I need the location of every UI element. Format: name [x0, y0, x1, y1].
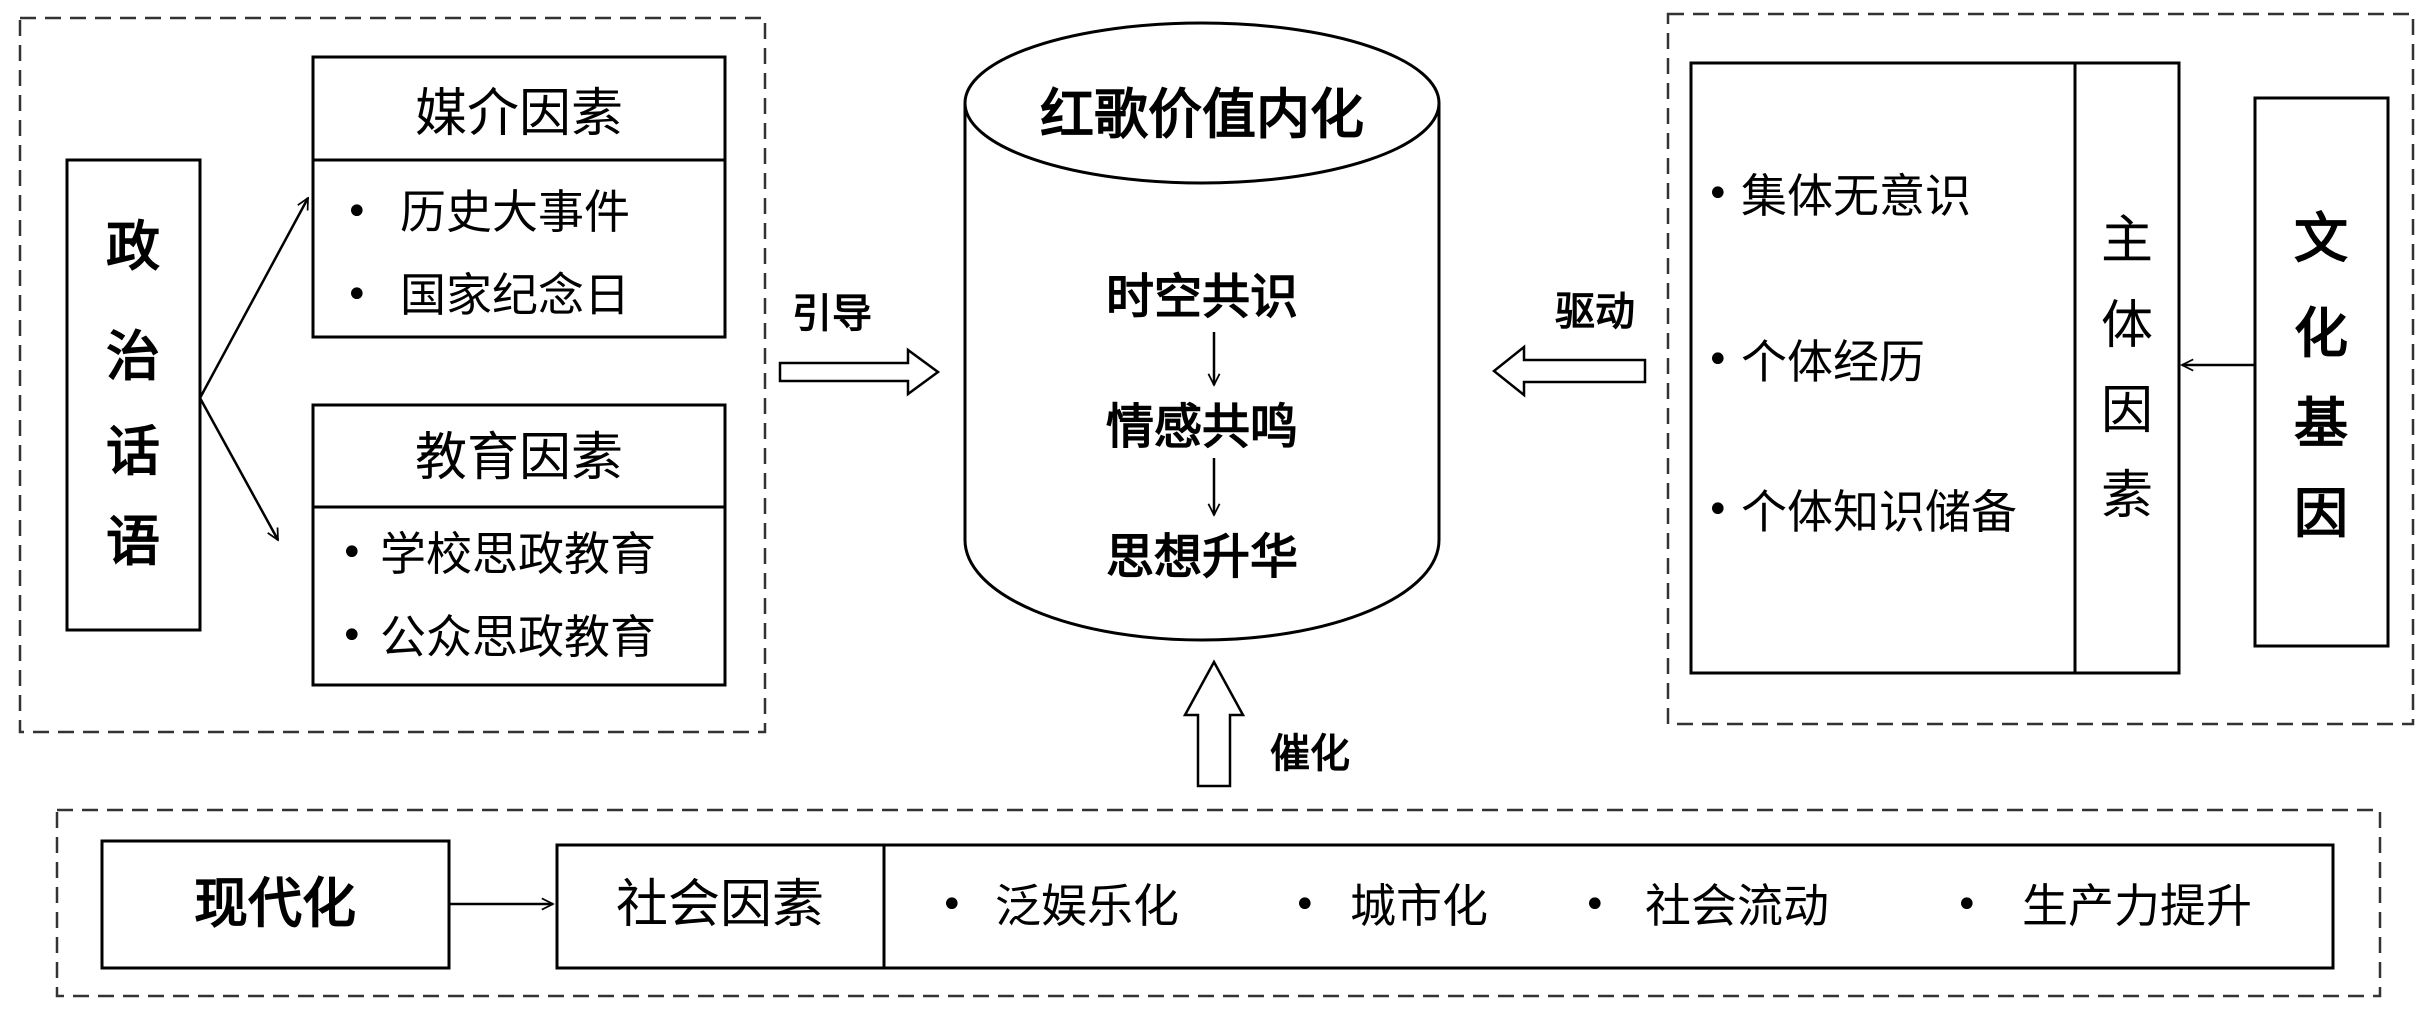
social-bullet-3: •: [1583, 882, 1607, 928]
culture-group-frame: [1666, 12, 2415, 726]
politics-char-1: 政: [106, 215, 160, 278]
education-item-2: 公众思政教育: [380, 610, 656, 664]
subject-factor-box: [1689, 61, 2181, 675]
catalyze-label: 催化: [1270, 731, 1350, 777]
drive-label: 驱动: [1555, 289, 1635, 335]
subject-char-1: 主: [2101, 211, 2153, 271]
media-bullet-2: •: [345, 272, 369, 318]
education-bullet-2: •: [340, 613, 364, 659]
modern-title: 现代化: [194, 872, 356, 935]
center-step-2: 情感共鸣: [1106, 399, 1298, 455]
subject-bullet-3: •: [1706, 487, 1730, 533]
center-cylinder-top: [963, 21, 1441, 185]
social-bullet-4: •: [1955, 882, 1979, 928]
politics-box: [65, 158, 202, 632]
education-factor-box: [311, 403, 727, 687]
social-bullet-2: •: [1293, 882, 1317, 928]
modern-group-frame: [55, 808, 2382, 998]
center-step-3: 思想升华: [1106, 529, 1298, 585]
subject-item-1: 集体无意识: [1741, 169, 1971, 223]
education-factor-title: 教育因素: [415, 428, 623, 488]
politics-group-frame: [18, 16, 767, 734]
media-item-2: 国家纪念日: [400, 268, 630, 322]
culture-char-4: 因: [2294, 482, 2348, 545]
culture-char-2: 化: [2294, 302, 2348, 365]
subject-item-3: 个体知识储备: [1741, 485, 2017, 539]
media-item-1: 历史大事件: [400, 185, 630, 239]
center-cylinder-body: [963, 103, 1441, 642]
media-factor-box: [311, 55, 727, 339]
culture-char-1: 文: [2294, 207, 2348, 270]
subject-item-2: 个体经历: [1741, 335, 1925, 389]
politics-char-3: 话: [106, 420, 160, 483]
drive-arrow: [1491, 344, 1647, 398]
subject-char-2: 体: [2101, 296, 2153, 356]
culture-box: [2253, 96, 2390, 648]
social-item-3: 社会流动: [1645, 879, 1829, 933]
center-title: 红歌价值内化: [1040, 83, 1364, 146]
politics-char-4: 语: [106, 510, 160, 573]
media-bullet-1: •: [345, 189, 369, 235]
social-bullet-1: •: [940, 882, 964, 928]
subject-char-3: 因: [2101, 381, 2153, 441]
politics-to-media-arrow: [198, 198, 310, 399]
social-factor-box: [555, 843, 2335, 970]
politics-to-education-arrow: [198, 397, 280, 540]
politics-char-2: 治: [106, 325, 160, 388]
subject-char-4: 素: [2101, 466, 2153, 526]
catalyze-arrow: [1182, 659, 1246, 788]
education-bullet-1: •: [340, 530, 364, 576]
modern-box: [100, 839, 451, 970]
social-factor-title: 社会因素: [616, 875, 824, 935]
social-item-2: 城市化: [1350, 879, 1488, 933]
guide-label: 引导: [792, 291, 872, 337]
subject-bullet-1: •: [1706, 171, 1730, 217]
subject-bullet-2: •: [1706, 337, 1730, 383]
center-step-1: 时空共识: [1106, 269, 1298, 325]
social-item-4: 生产力提升: [2022, 879, 2252, 933]
culture-char-3: 基: [2294, 392, 2348, 455]
guide-arrow: [778, 347, 941, 397]
media-factor-title: 媒介因素: [415, 84, 623, 144]
social-item-1: 泛娱乐化: [995, 879, 1179, 933]
education-item-1: 学校思政教育: [380, 527, 656, 581]
